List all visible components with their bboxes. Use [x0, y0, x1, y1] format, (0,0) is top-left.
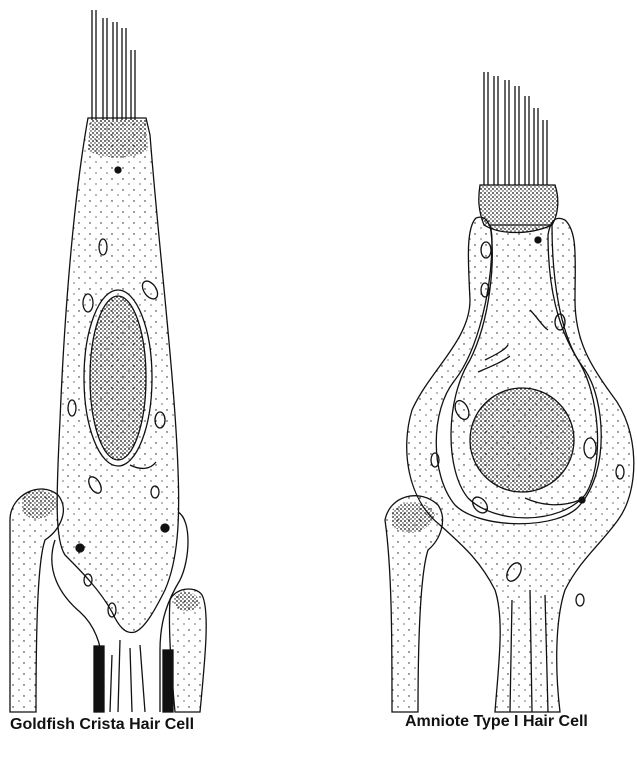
right-nucleus: [470, 388, 574, 492]
left-nucleus: [90, 296, 146, 460]
left-stereocilia: [92, 10, 135, 120]
right-panel-caption: Amniote Type I Hair Cell: [405, 713, 588, 731]
goldfish-hair-cell: [10, 10, 206, 712]
amniote-type-i-hair-cell: [385, 72, 634, 712]
right-stereocilia: [484, 72, 547, 185]
left-panel-caption: Goldfish Crista Hair Cell: [10, 716, 194, 734]
